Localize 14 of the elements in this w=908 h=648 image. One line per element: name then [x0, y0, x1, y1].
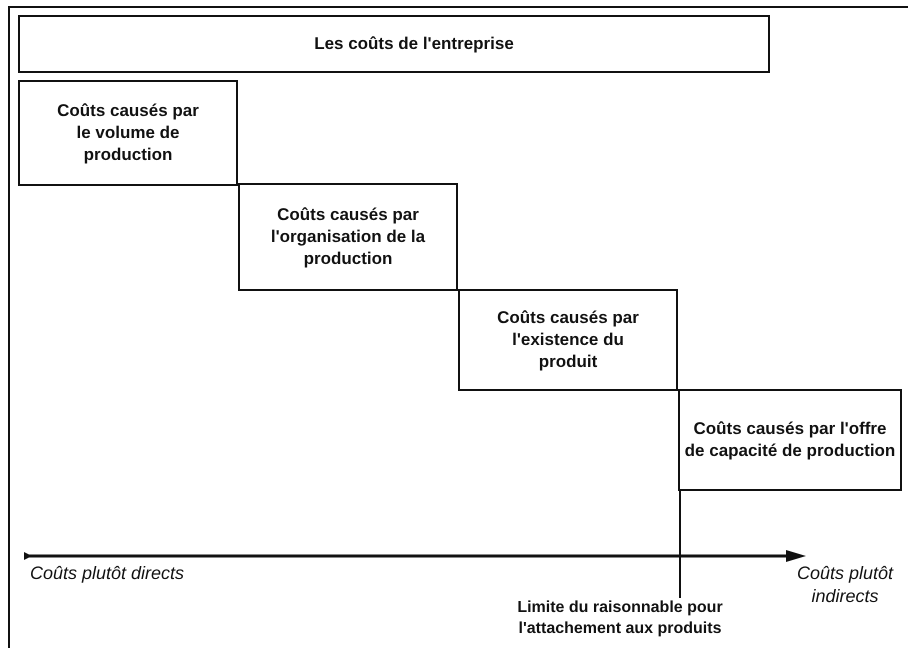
step-box — [238, 183, 458, 291]
box-label: Coûts causés par l'existence du produit — [496, 306, 640, 374]
leader-line — [679, 491, 681, 598]
axis-label: Coûts plutôt directs — [28, 562, 186, 585]
step-box — [18, 80, 238, 186]
step-box — [458, 289, 678, 391]
title-box — [18, 15, 770, 73]
box-label: Coûts causés par l'organisation de la production — [270, 204, 426, 270]
box-label: Les coûts de l'entreprise — [314, 32, 514, 55]
step-box — [678, 389, 902, 491]
box-label: Coûts causés par l'offre de capacité de production — [684, 418, 896, 462]
axis-label: Coûts plutôt indirects — [796, 562, 894, 608]
box-label: Coûts causés par le volume de production — [56, 100, 200, 166]
limit-label: Limite du raisonnable pour l'attachement aux produits — [470, 598, 770, 640]
